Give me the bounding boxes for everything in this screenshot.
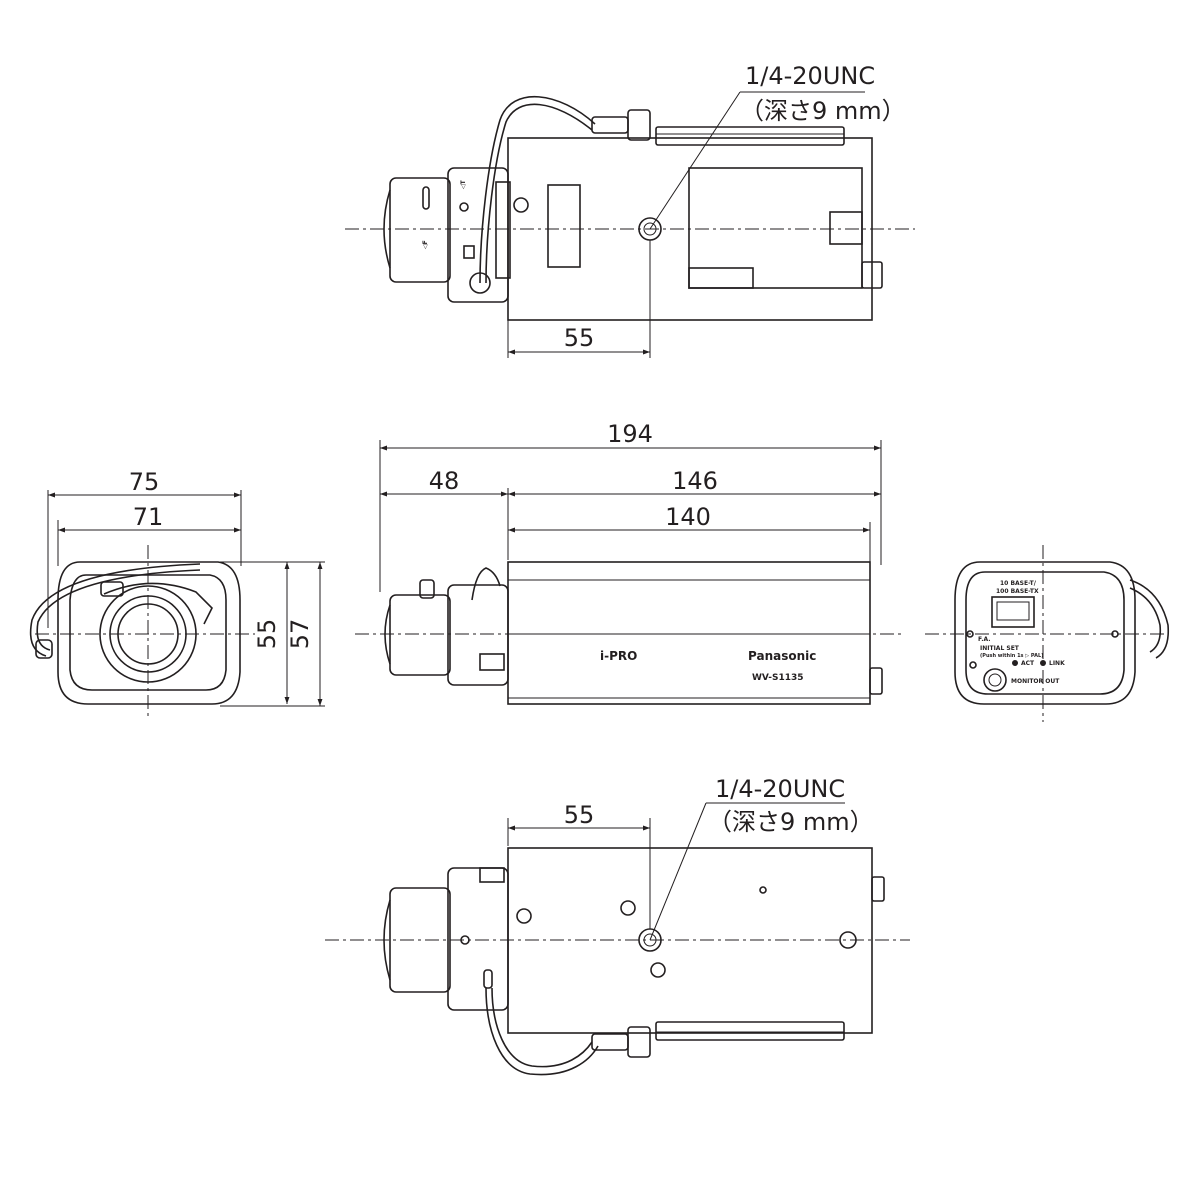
bottom-dim-55: 55 [564, 801, 595, 829]
rear-port-label-1: 10 BASE-T/ [1000, 580, 1037, 587]
front-dim-55: 55 [253, 619, 281, 650]
top-lens-mark-f: ◁F [422, 240, 429, 249]
front-iris-cable [29, 563, 201, 657]
side-body-outline [507, 561, 871, 705]
front-dim-75: 75 [129, 468, 160, 496]
bottom-iris-cable [485, 987, 599, 1076]
top-cable-plug [627, 109, 651, 141]
rear-link-label: LINK [1049, 660, 1065, 667]
top-iris-cable [479, 96, 596, 284]
rear-initial-set-2: (Push within 1s ▷ PAL) [980, 653, 1043, 659]
top-lens-mark-t: ◁T [460, 179, 467, 189]
rear-port-label-2: 100 BASE-TX [996, 588, 1039, 595]
front-lens-glass [117, 603, 179, 665]
top-label-plate [547, 184, 581, 268]
bottom-lens-mount [447, 867, 509, 1011]
rear-monitor-out-label: MONITOR OUT [1011, 678, 1060, 685]
side-dim-194: 194 [607, 420, 653, 448]
rear-view: 10 BASE-T/ 100 BASE-TX F.A. INITIAL SET … [925, 545, 1170, 722]
side-dim-48: 48 [429, 467, 460, 495]
rear-fa-label: F.A. [978, 636, 991, 643]
rear-act-label: ACT [1021, 660, 1035, 667]
side-model: WV-S1135 [752, 673, 804, 683]
top-thread-depth: （深さ9 mm） [740, 97, 906, 125]
top-dim-55: 55 [564, 324, 595, 352]
top-connector-panel [688, 167, 863, 289]
front-body-outline [57, 561, 241, 705]
top-lens-barrel [389, 177, 451, 283]
top-mount-rail [655, 126, 845, 146]
rear-monitor-out-jack [983, 668, 1007, 692]
side-dim-146: 146 [672, 467, 718, 495]
side-logo-ipro: i-PRO [600, 649, 637, 663]
bottom-thread-spec: 1/4-20UNC [715, 775, 845, 803]
side-brand: Panasonic [748, 649, 816, 663]
rear-initial-set-1: INITIAL SET [980, 645, 1020, 652]
side-lens-mount [447, 584, 509, 686]
top-thread-spec: 1/4-20UNC [745, 62, 875, 90]
top-lens-mount [447, 167, 509, 303]
bottom-thread-depth: （深さ9 mm） [708, 808, 874, 836]
bottom-mount-rail [655, 1021, 845, 1041]
side-view: i-PRO Panasonic WV-S1135 194 48 146 140 [355, 420, 905, 705]
top-view: ◁F ◁T 55 1/4-20UNC （深さ9 mm） [345, 62, 915, 358]
front-dim-57: 57 [286, 619, 314, 650]
front-view: 75 71 55 57 [29, 468, 325, 720]
rear-ethernet-port [991, 596, 1035, 628]
side-dim-140: 140 [665, 503, 711, 531]
side-lens-barrel [389, 594, 451, 676]
front-dim-71: 71 [133, 503, 164, 531]
bottom-lens-barrel [389, 887, 451, 993]
front-lens-outer [99, 585, 197, 683]
rear-iris-cable [1129, 579, 1170, 659]
bottom-view: 55 1/4-20UNC （深さ9 mm） [325, 775, 910, 1076]
